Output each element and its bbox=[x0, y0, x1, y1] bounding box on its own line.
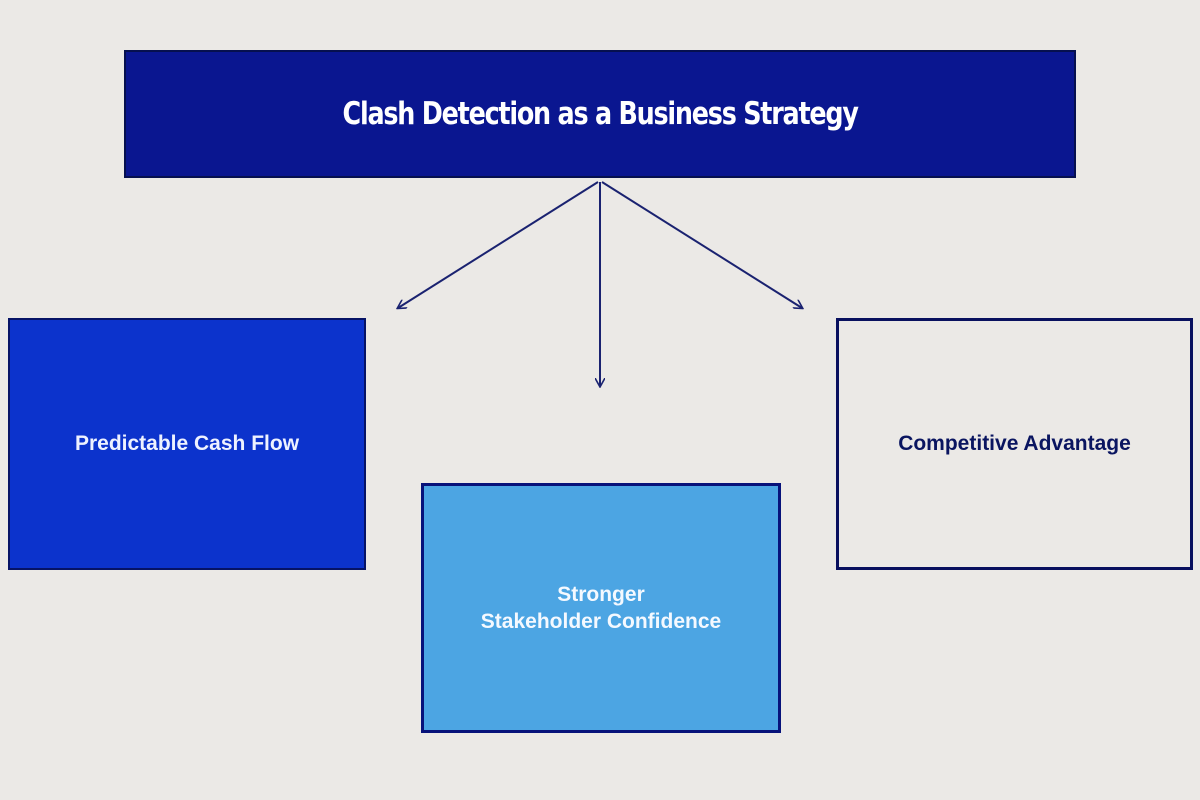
node-label-line-2: Stakeholder Confidence bbox=[480, 610, 722, 633]
node-stakeholder-confidence: Stronger Stakeholder Confidence bbox=[421, 483, 781, 733]
node-label: Competitive Advantage bbox=[898, 432, 1131, 455]
node-label: Predictable Cash Flow bbox=[74, 432, 300, 455]
diagram-title: Clash Detection as a Business Strategy bbox=[342, 96, 858, 132]
node-competitive-advantage: Competitive Advantage bbox=[836, 318, 1193, 570]
node-label: Stronger Stakeholder Confidence bbox=[481, 581, 721, 635]
arrow-to-cash-flow bbox=[398, 181, 599, 308]
node-label-line-1: Stronger bbox=[557, 583, 645, 606]
node-predictable-cash-flow: Predictable Cash Flow bbox=[8, 318, 366, 570]
title-box: Clash Detection as a Business Strategy bbox=[124, 50, 1076, 178]
arrow-to-competitive-advantage bbox=[601, 181, 802, 308]
